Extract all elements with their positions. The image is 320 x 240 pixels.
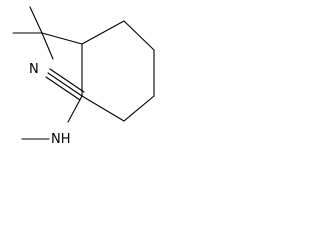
molecule-structure-diagram: N NH bbox=[12, 6, 155, 147]
cyclohexane-ring bbox=[81, 20, 155, 122]
ring-bond-2 bbox=[123, 20, 155, 51]
nitrile-group: N bbox=[29, 62, 85, 101]
ring-bond-4 bbox=[123, 95, 155, 122]
nitrile-bond-line-3 bbox=[45, 76, 81, 101]
amine-nh-label: NH bbox=[51, 132, 71, 147]
ring-bond-5 bbox=[81, 95, 125, 122]
tbutyl-methyl-lower-bond bbox=[41, 32, 54, 60]
ring-to-nh-bond bbox=[67, 95, 83, 123]
methylamino-group: NH bbox=[21, 95, 83, 147]
tert-butyl-group bbox=[12, 6, 83, 60]
nitrile-bond-line-1 bbox=[47, 72, 83, 97]
tbutyl-methyl-top-bond bbox=[29, 6, 43, 34]
nitrile-bond-line-2 bbox=[49, 68, 85, 93]
tbutyl-to-ring-bond bbox=[41, 32, 83, 45]
nitrile-n-label: N bbox=[29, 62, 39, 77]
ring-bond-1 bbox=[81, 20, 125, 45]
